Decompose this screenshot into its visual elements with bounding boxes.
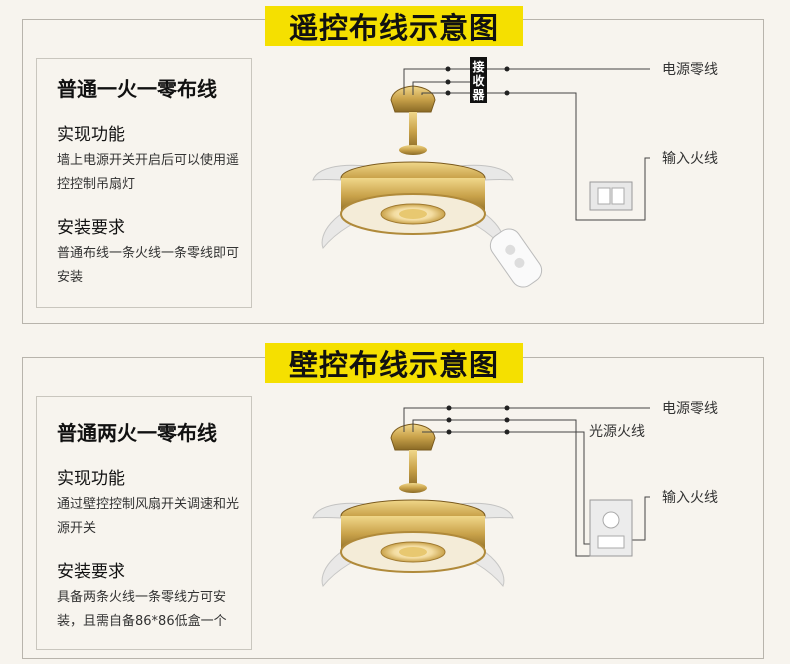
wall-ceiling-fan: [312, 423, 514, 587]
wall-install-heading: 安装要求: [57, 562, 125, 582]
wall-junctions: [446, 405, 510, 435]
receiver-char-3: 器: [471, 88, 485, 102]
remote-function-heading: 实现功能: [57, 125, 125, 145]
remote-info-box: 普通一火一零布线 实现功能 墙上电源开关开启后可以使用遥控控制吊扇灯 安装要求 …: [36, 58, 252, 308]
wall-control-panel: [589, 499, 633, 557]
receiver-char-2: 收: [472, 73, 484, 88]
wall-info-box: 普通两火一零布线 实现功能 通过壁控控制风扇开关调速和光源开关 安装要求 具备两…: [36, 396, 252, 650]
wall-live-label: 输入火线: [662, 490, 718, 506]
remote-banner-title: 遥控布线示意图: [265, 6, 523, 46]
remote-neutral-label: 电源零线: [662, 62, 718, 78]
remote-wall-switch: [589, 181, 633, 211]
remote-junctions: [445, 66, 510, 96]
wall-function-heading: 实现功能: [57, 469, 125, 489]
wall-info-title: 普通两火一零布线: [57, 421, 217, 445]
remote-wires: [403, 68, 650, 221]
remote-install-text: 普通布线一条火线一条零线即可安装: [57, 246, 240, 285]
receiver-box: [470, 57, 487, 103]
wall-light-label: 光源火线: [589, 424, 645, 440]
wall-function-text: 通过壁控控制风扇开关调速和光源开关: [57, 497, 240, 536]
remote-control-icon: [489, 228, 543, 288]
receiver-char-1: 接: [472, 59, 484, 74]
remote-live-label: 输入火线: [662, 151, 718, 167]
remote-ceiling-fan: [312, 85, 514, 249]
remote-function-text: 墙上电源开关开启后可以使用遥控控制吊扇灯: [57, 153, 240, 192]
wall-install-text: 具备两条火线一条零线方可安装，且需自备86*86低盒一个: [57, 590, 227, 629]
wall-wires: [403, 407, 650, 557]
remote-install-heading: 安装要求: [57, 218, 125, 238]
wall-neutral-label: 电源零线: [662, 401, 718, 417]
wall-banner-title: 壁控布线示意图: [265, 343, 523, 383]
remote-info-title: 普通一火一零布线: [57, 77, 217, 101]
